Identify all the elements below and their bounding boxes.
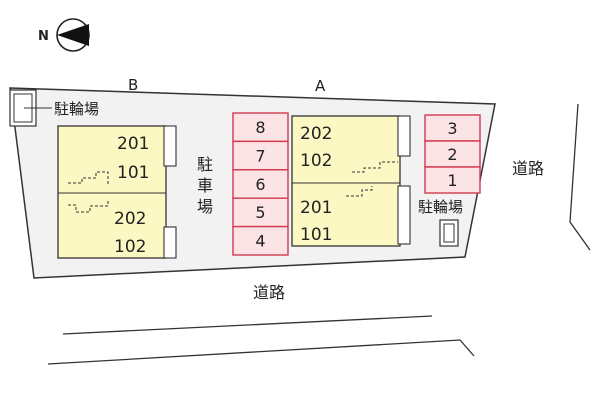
- parking-center-space-5: [232, 197, 289, 228]
- building-a-label: A: [315, 77, 326, 95]
- unit-a-202: 202: [300, 124, 332, 144]
- building-a: 202 102 201 101: [291, 115, 411, 247]
- unit-b-202: 202: [114, 209, 146, 229]
- parking-char-1: 駐: [197, 155, 213, 174]
- road-right-edge: [569, 103, 591, 251]
- road-bottom-edge-lower: [47, 339, 475, 365]
- parking-center-space-number-6: 6: [255, 175, 265, 194]
- parking-center-space-number-7: 7: [255, 146, 265, 165]
- parking-right-space-number-2: 2: [447, 145, 457, 164]
- unit-a-201: 201: [300, 198, 332, 218]
- unit-b-101: 101: [117, 163, 149, 183]
- compass-arrow-icon: [57, 24, 89, 46]
- road-right-label: 道路: [512, 159, 544, 178]
- balcony: [397, 185, 411, 245]
- bicycle-parking-right-label: 駐輪場: [418, 198, 463, 216]
- unit-a-102: 102: [300, 151, 332, 171]
- parking-right-space-number-1: 1: [447, 171, 457, 190]
- compass: N: [38, 18, 90, 52]
- parking-right-space-2: [424, 140, 481, 168]
- road-bottom-edge-upper: [62, 315, 433, 335]
- road-bottom-label: 道路: [253, 283, 285, 302]
- balcony: [163, 125, 177, 167]
- parking-center: 8 7 6 5 4: [232, 112, 289, 256]
- unit-a-101: 101: [300, 225, 332, 245]
- parking-char-3: 場: [197, 197, 213, 216]
- unit-b-102: 102: [114, 237, 146, 257]
- parking-char-2: 車: [197, 176, 213, 195]
- parking-center-space-number-4: 4: [255, 232, 265, 251]
- parking-right-space-1: [424, 166, 481, 194]
- parking-right: 3 2 1: [424, 114, 481, 194]
- parking-center-space-number-8: 8: [255, 118, 265, 137]
- parking-center-space-number-5: 5: [255, 203, 265, 222]
- balcony: [397, 115, 411, 157]
- bicycle-parking-right-inner: [443, 223, 455, 243]
- north-label: N: [38, 29, 49, 44]
- balcony: [163, 226, 177, 259]
- building-b-label: B: [128, 76, 138, 94]
- parking-center-space-4: [232, 225, 289, 256]
- building-b: 201 101 202 102: [57, 125, 177, 259]
- bicycle-parking-left-label: 駐輪場: [54, 100, 99, 118]
- parking-right-space-3: [424, 114, 481, 142]
- parking-right-space-number-3: 3: [447, 119, 457, 138]
- unit-b-201: 201: [117, 134, 149, 154]
